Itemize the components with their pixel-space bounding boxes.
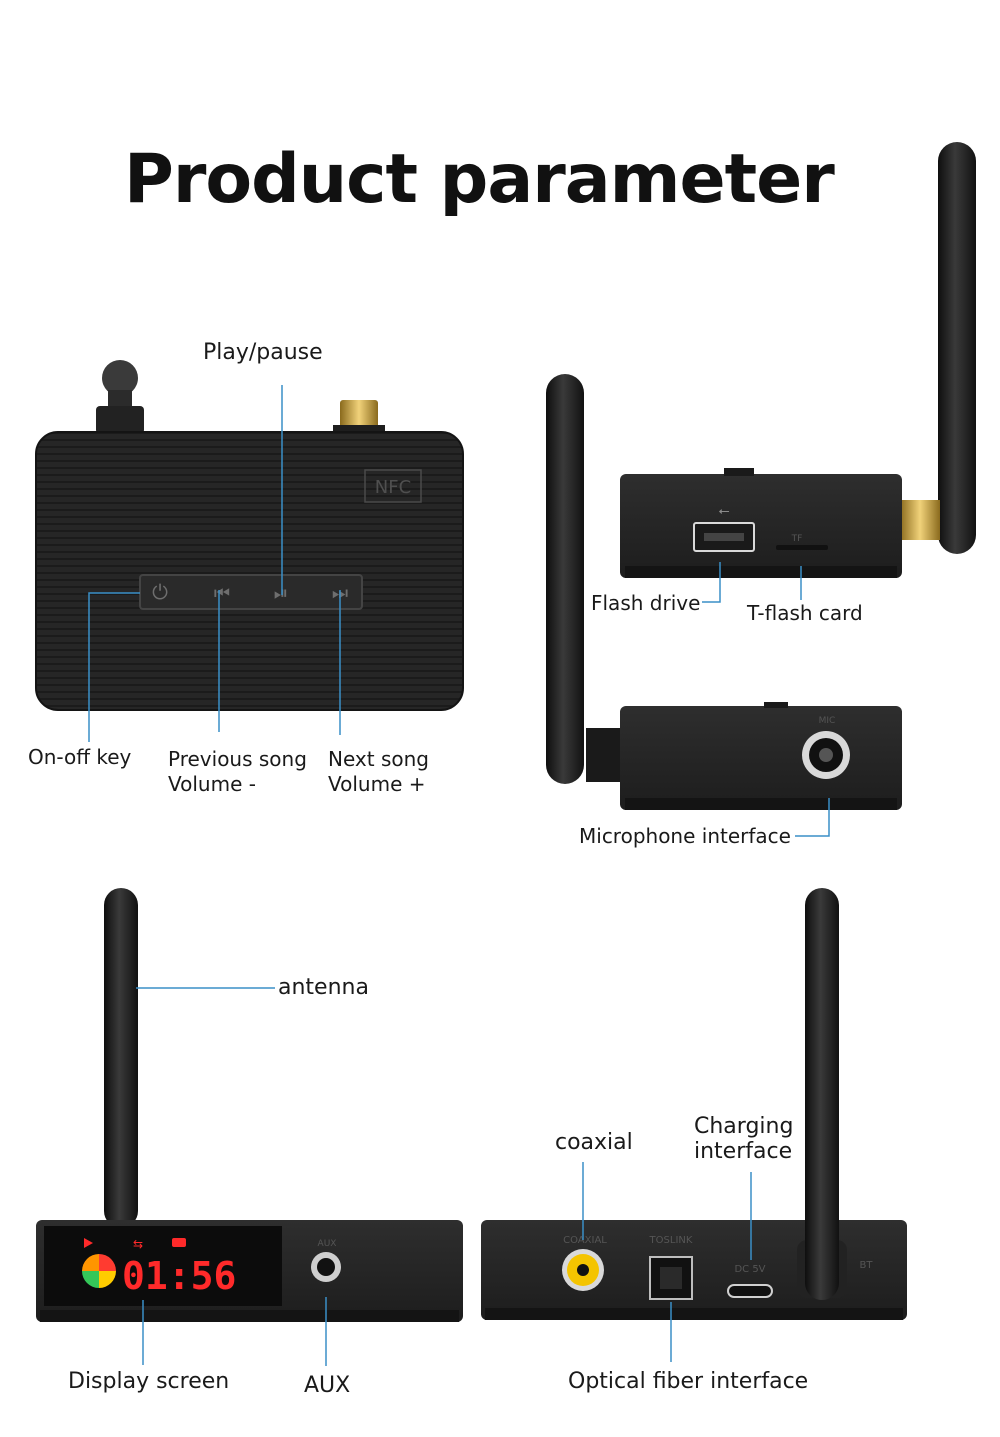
on-off-label: On-off key <box>28 745 132 769</box>
antenna-icon <box>104 888 138 1228</box>
play-pause-label: Play/pause <box>203 340 323 365</box>
device-front-view: ⇆ 01:56 AUX <box>36 888 463 1322</box>
antenna-icon <box>938 142 976 554</box>
coaxial-label: coaxial <box>555 1130 633 1155</box>
callout-lines-bottom-right <box>582 1162 752 1362</box>
control-strip <box>139 574 363 610</box>
coax-jack-icon <box>340 400 378 430</box>
next-song-label: Next song <box>328 747 429 771</box>
antenna-icon <box>546 374 584 784</box>
t-flash-label: T-flash card <box>747 601 863 625</box>
optical-fiber-label: Optical fiber interface <box>568 1369 809 1394</box>
power-icon[interactable]: ⏻ <box>152 580 168 604</box>
callout-lines-bottom-left <box>136 987 327 1366</box>
previous-icon[interactable]: ⏮ <box>214 583 230 604</box>
previous-song-label: Previous song <box>168 747 307 771</box>
flash-drive-label: Flash drive <box>591 591 701 615</box>
device-side-view-1: ⭠ TF <box>620 142 976 578</box>
volume-down-label: Volume - <box>168 772 256 796</box>
play-pause-icon[interactable]: ⏯ <box>274 583 288 604</box>
antenna-ball-icon <box>102 360 138 396</box>
usb-indicator-icon: ⇆ <box>133 1237 143 1251</box>
sd-indicator-icon <box>172 1238 186 1247</box>
play-indicator-icon <box>84 1238 93 1248</box>
mic-mark: MIC <box>819 716 836 726</box>
device-back-view: COAXIAL TOSLINK DC 5V BT <box>481 888 907 1320</box>
device-side-view-2: MIC <box>546 374 902 810</box>
bt-mark: BT <box>860 1260 874 1271</box>
nfc-mark: NFC <box>375 477 411 498</box>
device-top-view: NFC ⏻ ⏮ ⏯ ⏭ <box>35 360 464 711</box>
charging-label-line2: interface <box>694 1139 793 1164</box>
coaxial-mark: COAXIAL <box>563 1235 607 1246</box>
aux-mark: AUX <box>318 1239 337 1249</box>
microphone-label: Microphone interface <box>579 824 791 848</box>
usb-symbol-icon: ⭠ <box>718 503 729 519</box>
page-title: Product parameter <box>124 140 835 219</box>
charging-label-line1: Charging <box>694 1114 794 1139</box>
color-wheel-icon <box>82 1254 116 1288</box>
optical-port-icon <box>649 1256 693 1300</box>
antenna-label: antenna <box>278 975 369 1000</box>
usb-c-port-icon <box>727 1284 773 1298</box>
volume-up-label: Volume + <box>328 772 426 796</box>
dc-mark: DC 5V <box>734 1264 765 1275</box>
display-screen-label: Display screen <box>68 1369 230 1394</box>
callout-lines-top-right <box>702 562 830 837</box>
display-time: 01:56 <box>122 1254 236 1298</box>
aux-label: AUX <box>304 1373 351 1398</box>
tf-mark: TF <box>791 534 803 544</box>
callout-lines-top-left <box>88 385 341 742</box>
toslink-mark: TOSLINK <box>649 1235 693 1246</box>
device-body <box>36 432 463 710</box>
antenna-icon <box>805 888 839 1300</box>
